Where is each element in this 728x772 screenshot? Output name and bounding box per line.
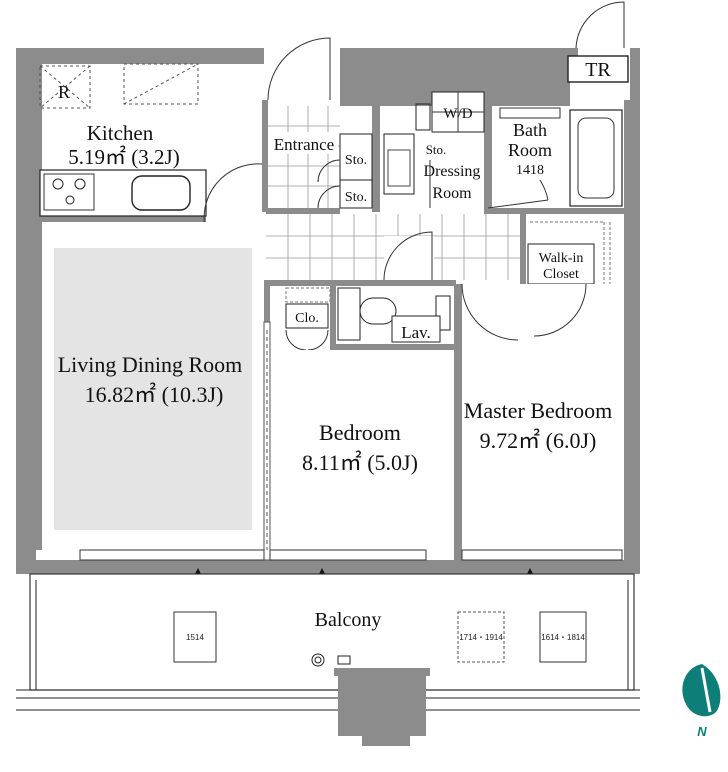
master-bedroom: Master Bedroom 9.72㎡ (6.0J) (461, 283, 624, 560)
sink-icon (131, 175, 191, 211)
living-name: Living Dining Room (58, 352, 243, 377)
master-area: 9.72㎡ (6.0J) (480, 428, 597, 453)
burner-icon (74, 178, 86, 190)
corridor (266, 214, 520, 281)
exterior-walls (16, 48, 640, 574)
storage-label-2: Sto. (345, 190, 367, 205)
bath-size: 1418 (516, 163, 544, 178)
wd-label: W/D (443, 106, 472, 122)
window-w1: 1514 (186, 633, 204, 642)
storage-label-1: Sto. (345, 153, 367, 168)
closet-lavatory: Clo. Lav. (270, 286, 454, 351)
window-w3: 1614・1814 (541, 633, 585, 642)
closet-label: Clo. (295, 311, 319, 326)
tr-door: TR (567, 1, 629, 83)
compass-label: N (697, 724, 707, 739)
panel-icon (337, 655, 351, 665)
north-arrow-icon (682, 664, 721, 717)
burner-icon (52, 178, 64, 190)
kitchen-area: R Kitchen 5.19㎡ (3.2J) (39, 63, 263, 233)
bathtub (569, 109, 623, 207)
bath-room: Bath Room 1418 (487, 106, 624, 209)
dressing-label: Dressing (424, 163, 481, 180)
walkin-line2: Closet (543, 267, 579, 282)
burner-icon (65, 195, 75, 205)
living-dining-room: Living Dining Room 16.82㎡ (10.3J) (42, 222, 264, 550)
bedroom: Bedroom 8.11㎡ (5.0J) (263, 321, 454, 561)
compass: N (682, 664, 721, 739)
outlet-icon (311, 653, 325, 667)
toilet (359, 297, 397, 325)
refrigerator-label: R (58, 82, 70, 102)
sto-dressing-label: Sto. (426, 142, 447, 157)
kitchen-name: Kitchen (87, 121, 154, 145)
lavatory-label: Lav. (401, 323, 431, 342)
walkin-line1: Walk-in (539, 251, 584, 266)
entrance-door (267, 37, 331, 101)
kitchen-area-text: 5.19㎡ (3.2J) (68, 145, 179, 169)
walk-in-closet: Walk-in Closet (526, 214, 624, 285)
dressing-room-label: Room (432, 185, 472, 202)
balcony: Balcony 1514 1714・1914 1614・1814 (16, 573, 640, 746)
bath-name: Bath (513, 120, 547, 140)
dressing-room: W/D Sto. Dressing Room (380, 91, 485, 208)
bedroom-area: 8.11㎡ (5.0J) (302, 450, 418, 475)
living-area: 16.82㎡ (10.3J) (85, 382, 224, 407)
tr-label: TR (585, 59, 611, 81)
entrance-label: Entrance (274, 135, 334, 154)
bath-room-text: Room (508, 140, 552, 160)
entrance-area: Entrance Sto. Sto. (268, 106, 373, 209)
window-w2: 1714・1914 (459, 633, 503, 642)
bedroom-name: Bedroom (319, 420, 401, 445)
balcony-label: Balcony (315, 609, 382, 631)
master-name: Master Bedroom (464, 398, 612, 423)
